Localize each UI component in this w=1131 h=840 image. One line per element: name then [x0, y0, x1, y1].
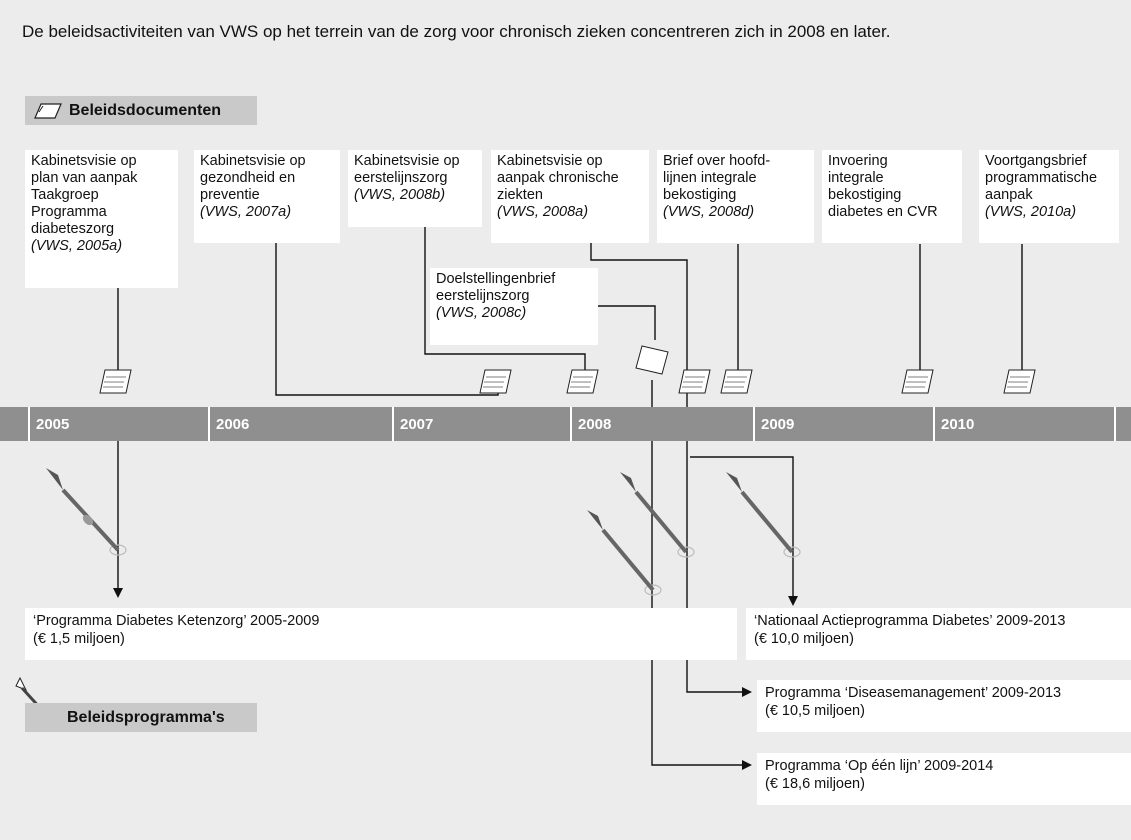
- program-box-diseasemanagement: Programma ‘Diseasemanagement’ 2009-2013 …: [757, 680, 1131, 732]
- document-box-2010a: Voortgangsbrief programmatische aanpak (…: [979, 150, 1119, 243]
- program-title: Programma ‘Diseasemanagement’ 2009-2013: [765, 685, 1062, 701]
- documents-section-label: Beleidsdocumenten: [25, 96, 257, 125]
- document-box-2008d: Brief over hoofd- lijnen integrale bekos…: [657, 150, 814, 243]
- year-2009: 2009: [753, 407, 933, 441]
- program-title: ‘Nationaal Actieprogramma Diabetes’ 2009…: [754, 613, 1066, 629]
- document-icon: [33, 102, 63, 120]
- year-2010: 2010: [933, 407, 1116, 441]
- program-budget: (€ 1,5 miljoen): [33, 631, 125, 647]
- documents-label-text: Beleidsdocumenten: [69, 101, 222, 119]
- program-title: Programma ‘Op één lijn’ 2009-2014: [765, 758, 994, 774]
- program-budget: (€ 10,5 miljoen): [765, 703, 865, 719]
- program-title: ‘Programma Diabetes Ketenzorg’ 2005-2009: [33, 613, 320, 629]
- program-box-diabetes-ketenzorg: ‘Programma Diabetes Ketenzorg’ 2005-2009…: [25, 608, 737, 660]
- year-2006: 2006: [208, 407, 392, 441]
- document-box-2008b: Kabinetsvisie op eerstelijnszorg (VWS, 2…: [348, 150, 482, 227]
- timeline-bar: 2005 2006 2007 2008 2009 2010: [0, 407, 1131, 441]
- document-box-cvr: Invoering integrale bekostiging diabetes…: [822, 150, 962, 243]
- dart-icons: [46, 468, 801, 596]
- program-box-nationaal-actieprogramma: ‘Nationaal Actieprogramma Diabetes’ 2009…: [746, 608, 1131, 660]
- year-2008: 2008: [570, 407, 753, 441]
- document-box-2007a: Kabinetsvisie op gezondheid en preventie…: [194, 150, 340, 243]
- document-sheet-icons: [99, 345, 1036, 394]
- year-2007: 2007: [392, 407, 570, 441]
- figure-title: De beleidsactiviteiten van VWS op het te…: [22, 22, 891, 41]
- document-box-2008a: Kabinetsvisie op aanpak chronische ziekt…: [491, 150, 649, 243]
- document-box-2008c: Doelstellingenbrief eerstelijnszorg (VWS…: [430, 268, 598, 345]
- document-box-2005a: Kabinetsvisie op plan van aanpak Taakgro…: [25, 150, 178, 288]
- program-box-op-een-lijn: Programma ‘Op één lijn’ 2009-2014 (€ 18,…: [757, 753, 1131, 805]
- program-budget: (€ 18,6 miljoen): [765, 776, 865, 792]
- year-2005: 2005: [28, 407, 208, 441]
- program-budget: (€ 10,0 miljoen): [754, 631, 854, 647]
- programs-section-label: Beleidsprogramma's: [25, 703, 257, 732]
- programs-label-text: Beleidsprogramma's: [67, 708, 225, 726]
